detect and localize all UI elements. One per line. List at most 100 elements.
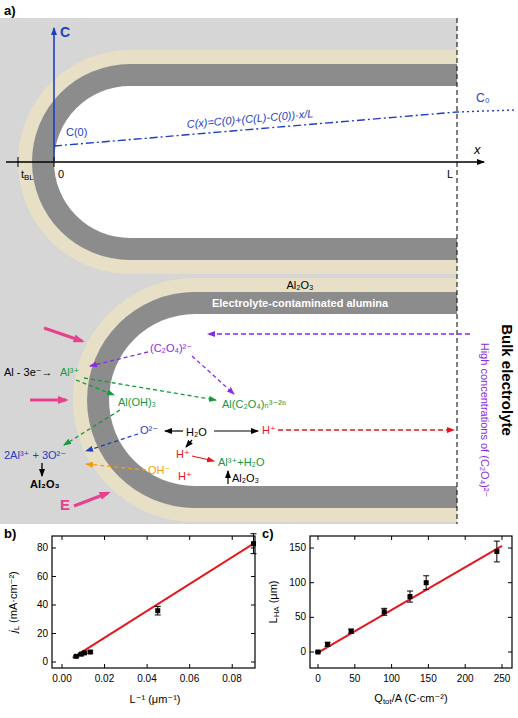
flux-arrow bbox=[86, 464, 146, 470]
c-axis bbox=[53, 28, 55, 162]
axis-title: L bbox=[267, 617, 279, 623]
reaction-arrow bbox=[227, 471, 228, 484]
error-cap bbox=[381, 608, 387, 609]
text-group: LHA (μm) bbox=[267, 581, 281, 624]
field-arrow bbox=[30, 399, 66, 402]
tick-mark bbox=[251, 633, 255, 634]
tick-mark bbox=[465, 664, 466, 668]
field-label: E bbox=[60, 496, 70, 513]
tick-label: 50 bbox=[349, 673, 360, 685]
tick-mark bbox=[251, 547, 255, 548]
error-cap bbox=[423, 575, 429, 576]
reaction-label: Al³⁺+H₂O bbox=[218, 456, 264, 469]
tick-label: 40 bbox=[37, 599, 48, 611]
tick-mark bbox=[62, 664, 63, 668]
tick-mark bbox=[310, 548, 314, 549]
flux-arrow bbox=[76, 380, 114, 395]
pore-channel bbox=[109, 314, 457, 486]
tick-mark bbox=[317, 536, 318, 540]
plot-frame bbox=[52, 536, 255, 668]
data-point bbox=[88, 650, 93, 655]
tick-mark bbox=[52, 662, 56, 663]
error-cap bbox=[494, 541, 500, 542]
data-point bbox=[82, 650, 87, 655]
axis-title: L⁻¹ (μm⁻¹) bbox=[130, 693, 181, 706]
plot-frame bbox=[310, 536, 512, 668]
reaction-arrow bbox=[192, 456, 214, 461]
tick-label: 60 bbox=[37, 571, 48, 583]
tick-mark bbox=[62, 536, 63, 540]
error-cap bbox=[423, 589, 429, 590]
aluminium-ground bbox=[0, 18, 457, 524]
reaction-arrow bbox=[186, 440, 192, 447]
layer-label: Al₂O₃ bbox=[286, 279, 313, 292]
tick-mark bbox=[508, 617, 512, 618]
flux-arrow bbox=[64, 410, 120, 445]
field-arrow bbox=[74, 493, 108, 506]
tick-mark bbox=[465, 536, 466, 540]
tick-mark bbox=[310, 582, 314, 583]
axis-title: /A (C·cm⁻²) bbox=[392, 692, 448, 704]
tick-mark bbox=[317, 664, 318, 668]
ion-label: (C₂O₄)²⁻ bbox=[150, 342, 192, 355]
ion-label: OH⁻ bbox=[148, 464, 170, 477]
reaction-arrow bbox=[214, 430, 258, 431]
tick-label: 80 bbox=[37, 542, 48, 554]
ion-label: H⁺ bbox=[176, 448, 190, 461]
axis-title: HA bbox=[272, 606, 281, 617]
dimension-label: BL bbox=[24, 173, 34, 182]
data-point bbox=[424, 580, 429, 585]
data-point bbox=[74, 654, 79, 659]
data-point bbox=[315, 649, 320, 654]
panel-letter: a) bbox=[4, 4, 16, 19]
tick-label: 20 bbox=[37, 628, 48, 640]
tick-mark bbox=[232, 536, 233, 540]
equation: C(x)=C(0)+(C(L)-C(0))·x/L bbox=[186, 107, 314, 130]
axis-label: C bbox=[60, 24, 70, 40]
error-cap bbox=[155, 606, 161, 607]
chart bbox=[52, 534, 257, 668]
axis-title: (μm) bbox=[267, 581, 279, 604]
reaction-arrow bbox=[41, 463, 42, 476]
tick-label: 150 bbox=[289, 542, 306, 554]
species-label: Al(OH)₃ bbox=[118, 396, 156, 409]
panel-letter: b) bbox=[4, 527, 16, 542]
error-cap bbox=[381, 615, 387, 616]
tick-mark bbox=[391, 664, 392, 668]
flux-arrow bbox=[278, 429, 454, 430]
tick-label: 0.04 bbox=[137, 673, 156, 685]
contaminated-alumina-layer bbox=[87, 292, 457, 508]
reaction-label: 2Al³⁺ + 3O²⁻ bbox=[4, 449, 66, 462]
data-point bbox=[349, 629, 354, 634]
error-cap bbox=[407, 602, 413, 603]
tick-mark bbox=[52, 576, 56, 577]
error-cap bbox=[407, 591, 413, 592]
tick-mark bbox=[52, 547, 56, 548]
tick-mark bbox=[310, 651, 314, 652]
tick-label: 0 bbox=[315, 673, 321, 685]
axis-label: x bbox=[474, 143, 481, 158]
axis-title: (mA·cm⁻²) bbox=[7, 571, 19, 623]
reaction-label: Al - 3e⁻→ bbox=[4, 366, 53, 379]
species-label: Al₂O₃ bbox=[30, 478, 60, 491]
axis-value: C₀ bbox=[476, 92, 490, 106]
tick-label: 0 bbox=[42, 656, 48, 668]
data-point bbox=[155, 608, 160, 613]
tick-label: 50 bbox=[295, 612, 306, 624]
panel-letter: c) bbox=[262, 527, 274, 542]
tick-mark bbox=[354, 664, 355, 668]
tick-mark bbox=[508, 582, 512, 583]
data-point bbox=[325, 642, 330, 647]
pore-mouth-line bbox=[457, 18, 458, 524]
tick-mark bbox=[104, 664, 105, 668]
species-label: Al₂O₃ bbox=[232, 472, 259, 485]
tick-label: 150 bbox=[420, 673, 437, 685]
error-cap bbox=[251, 533, 257, 534]
tick-mark bbox=[189, 664, 190, 668]
axis-value: C(0) bbox=[66, 126, 87, 139]
axis-value: L bbox=[447, 168, 453, 181]
tick-mark bbox=[501, 536, 502, 540]
text-group: tBL bbox=[21, 168, 34, 182]
axis-value: 0 bbox=[58, 168, 64, 181]
